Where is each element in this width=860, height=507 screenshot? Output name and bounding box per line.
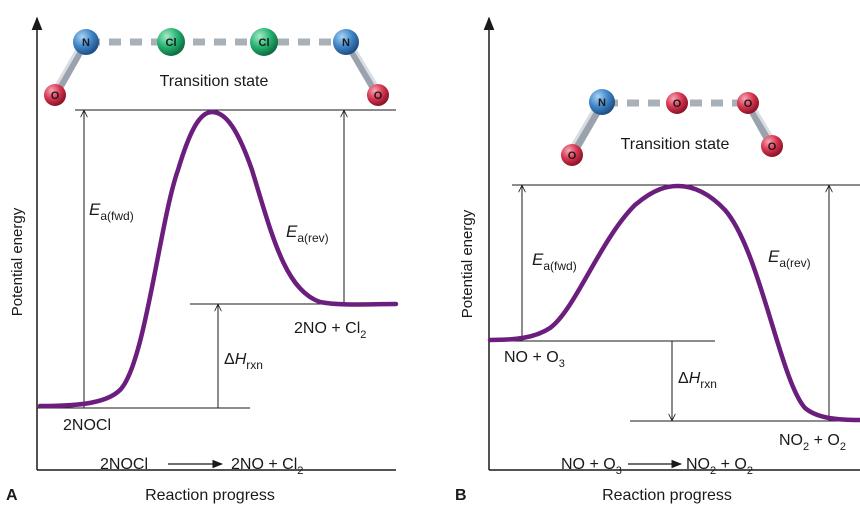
product-label: NO2 + O2 — [779, 432, 846, 453]
oxygen-atom — [367, 84, 389, 106]
ea-rev-label: Ea(rev) — [286, 222, 329, 245]
oxygen-atom — [44, 84, 66, 106]
ea-fwd-label: Ea(fwd) — [532, 250, 577, 273]
svg-text:O: O — [673, 98, 682, 110]
ea-fwd-label: Ea(fwd) — [89, 200, 134, 223]
nitrogen-atom — [73, 29, 99, 55]
svg-text:O: O — [744, 98, 753, 110]
panel-letter: B — [455, 487, 467, 504]
svg-text:N: N — [342, 37, 350, 49]
x-axis-label: Reaction progress — [602, 487, 732, 504]
svg-text:Cl: Cl — [166, 37, 177, 49]
reaction-equation: 2NOCl 2NO + Cl2 — [100, 456, 303, 477]
transition-state-label: Transition state — [160, 73, 269, 90]
transition-state-molecule: O N Cl Cl N O — [44, 28, 389, 106]
nitrogen-atom — [589, 89, 615, 115]
ea-rev-label: Ea(rev) — [768, 247, 811, 270]
y-axis-label: Potential energy — [9, 207, 26, 316]
equation-product: 2NO + Cl2 — [231, 456, 303, 477]
panel-a: Potential energy Reaction progress A Ea(… — [6, 16, 399, 504]
dh-label: ΔHrxn — [678, 370, 717, 391]
x-axis-label: Reaction progress — [145, 487, 275, 504]
svg-text:O: O — [374, 90, 383, 102]
nitrogen-atom — [333, 29, 359, 55]
svg-text:Cl: Cl — [259, 37, 270, 49]
product-label: 2NO + Cl2 — [294, 320, 366, 341]
svg-text:N: N — [82, 37, 90, 49]
oxygen-atom — [666, 92, 688, 114]
oxygen-atom — [761, 135, 783, 157]
svg-text:O: O — [51, 90, 60, 102]
equation-reactant: NO + O3 — [561, 456, 622, 477]
energy-curve — [37, 109, 399, 409]
svg-text:O: O — [568, 150, 577, 162]
reaction-equation: NO + O3 NO2 + O2 — [561, 456, 753, 477]
oxygen-atom — [737, 92, 759, 114]
equation-reactant: 2NOCl — [100, 456, 148, 473]
panel-letter: A — [6, 487, 18, 504]
svg-text:O: O — [768, 141, 777, 153]
panel-b: Potential energy Reaction progress B Ea(… — [455, 16, 860, 504]
oxygen-atom — [561, 144, 583, 166]
energy-curve — [487, 183, 860, 423]
transition-state-label: Transition state — [621, 136, 730, 153]
reactant-label: NO + O3 — [504, 349, 565, 370]
transition-state-molecule: O N O O O — [561, 89, 783, 166]
reactant-label: 2NOCl — [63, 417, 111, 434]
chlorine-atom — [250, 28, 278, 56]
chlorine-atom — [157, 28, 185, 56]
y-axis-label: Potential energy — [459, 209, 476, 318]
dh-label: ΔHrxn — [224, 351, 263, 372]
svg-text:N: N — [598, 97, 606, 109]
equation-product: NO2 + O2 — [686, 456, 753, 477]
